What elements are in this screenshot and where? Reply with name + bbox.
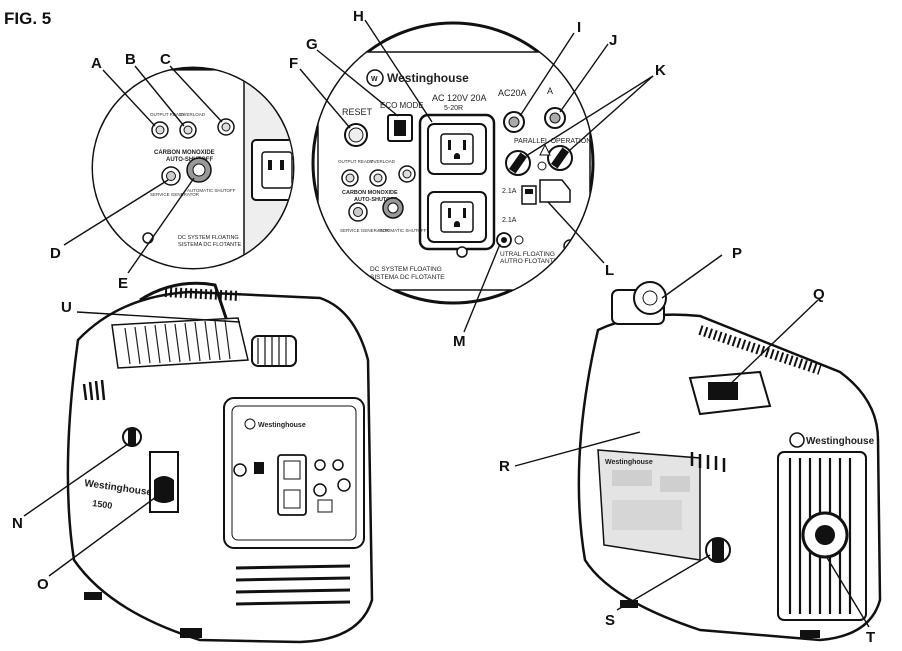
parallel-operation-label: PARALLEL OPERATION xyxy=(514,138,591,145)
ac20a-label: AC20A xyxy=(498,88,527,98)
callout-g: G xyxy=(306,36,318,53)
callout-i: I xyxy=(577,19,581,36)
svg-text:OVERLOAD: OVERLOAD xyxy=(180,112,206,117)
callout-l: L xyxy=(605,262,614,279)
outlet-subtitle: 5-20R xyxy=(444,105,463,112)
svg-text:SERVICE GENERATOR: SERVICE GENERATOR xyxy=(150,192,200,197)
model-number: 1500 xyxy=(92,498,113,511)
outlet-title: AC 120V 20A xyxy=(432,93,487,103)
svg-text:AUTOMATIC SHUTOFF: AUTOMATIC SHUTOFF xyxy=(378,228,427,233)
front-generator-illustration: Westinghouse Westinghouse 1500 xyxy=(66,281,374,644)
callout-t: T xyxy=(866,629,875,646)
usb-port-1[interactable] xyxy=(521,185,537,205)
panel-brand: Westinghouse xyxy=(387,71,469,85)
left-co-subtitle: AUTO-SHUTOFF xyxy=(166,157,213,163)
callout-u: U xyxy=(61,299,72,316)
rear-generator-illustration: Westinghouse Westinghouse xyxy=(577,281,882,642)
eco-mode-label: ECO MODE xyxy=(380,101,424,110)
callout-h: H xyxy=(353,8,364,25)
callout-a: A xyxy=(91,55,102,72)
left-detail-circle: OUTPUT READY OVERLOAD CARBON MONOXIDE AU… xyxy=(91,66,295,270)
left-dc-line2: SISTEMA DC FLOTANTE xyxy=(178,242,241,248)
figure-label: FIG. 5 xyxy=(4,9,51,28)
right-co-title: CARBON MONOXIDE xyxy=(342,190,398,196)
callout-o: O xyxy=(37,576,49,593)
callout-q: Q xyxy=(813,286,825,303)
svg-text:OVERLOAD: OVERLOAD xyxy=(370,159,396,164)
right-dc-line2: SISTEMA DC FLOTANTE xyxy=(370,274,445,281)
left-dc-line1: DC SYSTEM FLOATING xyxy=(178,235,239,241)
neutral-line2: AUTRO FLOTANTE xyxy=(500,258,559,265)
usb-b-label: 2.1A xyxy=(502,217,517,224)
usb-a-label: 2.1A xyxy=(502,188,517,195)
usb-cover[interactable] xyxy=(539,179,571,203)
callout-letters: A B C D E F G H I J K L M P Q R S T U N … xyxy=(12,8,875,646)
svg-text:OUTPUT READY: OUTPUT READY xyxy=(150,112,185,117)
svg-text:OUTPUT READY: OUTPUT READY xyxy=(338,159,373,164)
ac-partial-label: A xyxy=(547,86,553,96)
svg-text:SERVICE GENERATOR: SERVICE GENERATOR xyxy=(340,228,390,233)
callout-d: D xyxy=(50,245,61,262)
reset-label: RESET xyxy=(342,107,373,117)
callout-k: K xyxy=(655,62,666,79)
svg-text:AUTOMATIC SHUTOFF: AUTOMATIC SHUTOFF xyxy=(187,188,236,193)
right-detail-circle: W Westinghouse RESET ECO MODE AC 120V 20… xyxy=(311,21,595,305)
right-co-subtitle: AUTO-SHUTOFF xyxy=(354,197,398,203)
callout-r: R xyxy=(499,458,510,475)
callout-m: M xyxy=(453,333,466,350)
callout-s: S xyxy=(605,612,615,629)
right-dc-line1: DC SYSTEM FLOATING xyxy=(370,266,442,273)
callout-n: N xyxy=(12,515,23,532)
callout-j: J xyxy=(609,32,617,49)
rear-sticker-brand: Westinghouse xyxy=(605,459,653,466)
leader-lines xyxy=(23,19,870,628)
callout-p: P xyxy=(732,245,742,262)
left-co-title: CARBON MONOXIDE xyxy=(154,150,215,156)
callout-b: B xyxy=(125,51,136,68)
rear-brand: Westinghouse xyxy=(806,436,875,447)
svg-text:W: W xyxy=(371,76,378,83)
callout-f: F xyxy=(289,55,298,72)
callout-e: E xyxy=(118,275,128,292)
callout-c: C xyxy=(160,51,171,68)
neutral-line1: UTRAL FLOATING xyxy=(500,251,555,258)
front-panel-brand: Westinghouse xyxy=(258,422,306,429)
